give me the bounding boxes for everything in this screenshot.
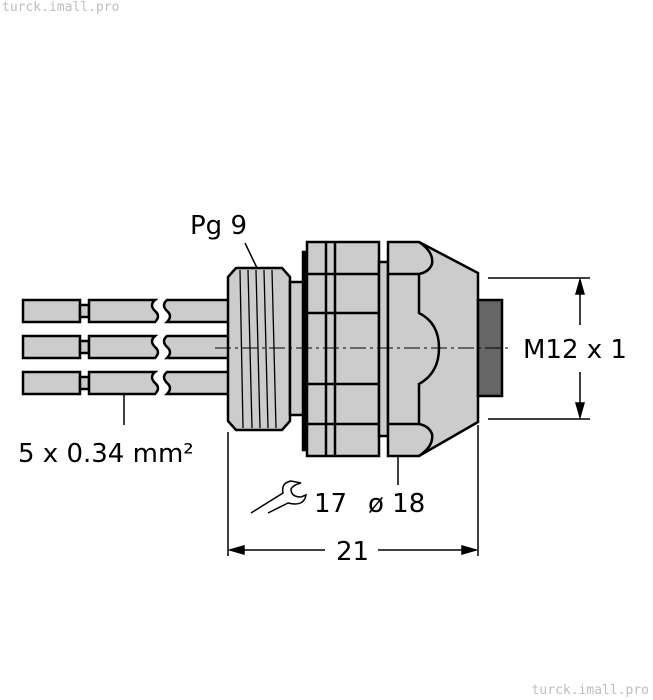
length-label: 21 bbox=[336, 537, 369, 567]
wire-1 bbox=[21, 298, 228, 324]
wire-2 bbox=[21, 334, 228, 360]
diameter-label: ø 18 bbox=[368, 489, 425, 519]
wrench-size-label: 17 bbox=[314, 489, 347, 519]
wires bbox=[21, 298, 228, 396]
m12-label: M12 x 1 bbox=[523, 335, 627, 365]
wire-3 bbox=[21, 370, 228, 396]
watermark-bottom: turck.imall.pro bbox=[531, 683, 649, 698]
thread-lines bbox=[239, 269, 277, 429]
dimensions bbox=[123, 242, 590, 556]
wrench-icon bbox=[250, 480, 307, 514]
wire-spec-label: 5 x 0.34 mm² bbox=[18, 439, 194, 469]
pg9-label: Pg 9 bbox=[190, 211, 247, 241]
spacer bbox=[377, 260, 390, 438]
watermark-top: turck.imall.pro bbox=[2, 0, 120, 15]
body-ring bbox=[305, 240, 381, 458]
